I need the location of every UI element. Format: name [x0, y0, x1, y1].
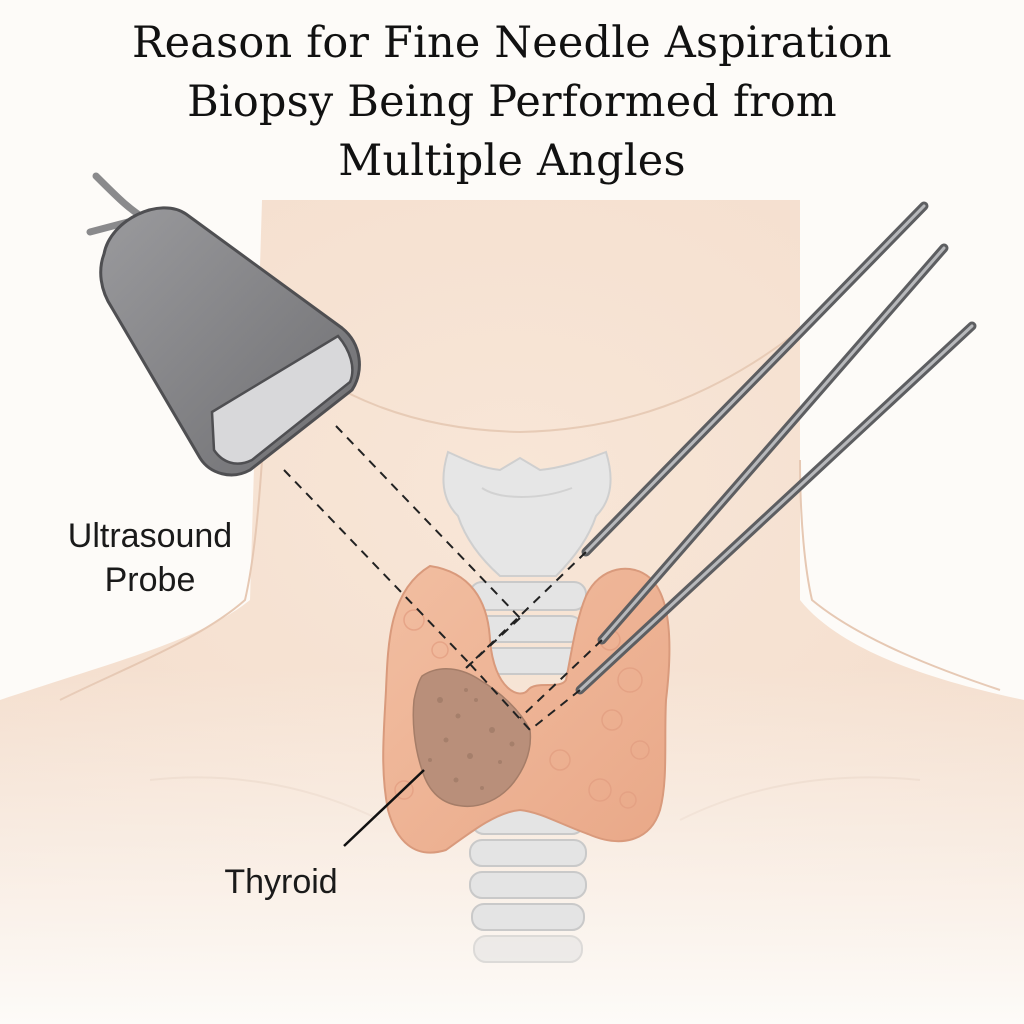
- nodule-speckles: [428, 688, 515, 790]
- thyroid-label: Thyroid: [224, 863, 338, 901]
- ultrasound-probe: [86, 172, 361, 477]
- thyroid-leader-line: [343, 769, 425, 847]
- title-line-2: Biopsy Being Performed from: [187, 77, 837, 127]
- needle-paths: [465, 551, 603, 731]
- title-line-3: Multiple Angles: [338, 136, 686, 186]
- thyroid-nodule: [412, 668, 532, 808]
- probe-label-line-2: Probe: [104, 561, 196, 599]
- figure-title: Reason for Fine Needle Aspiration Biopsy…: [0, 14, 1024, 191]
- larynx-notch: [481, 487, 573, 498]
- larynx-cartilage: [442, 450, 612, 577]
- probe-label-line-1: Ultrasound: [67, 517, 233, 555]
- title-line-1: Reason for Fine Needle Aspiration: [132, 18, 892, 68]
- biopsy-needles: [575, 201, 977, 695]
- ultrasound-probe-label: Ultrasound Probe: [40, 514, 260, 602]
